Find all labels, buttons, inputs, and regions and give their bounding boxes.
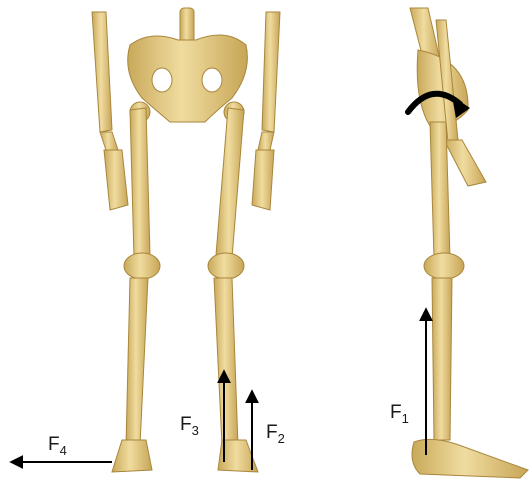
left-forearm [100, 132, 118, 150]
left-femur [130, 108, 150, 258]
label-f1: F1 [390, 402, 409, 426]
right-tibia [214, 278, 238, 445]
label-f4: F4 [48, 434, 67, 458]
left-hand [104, 150, 128, 210]
side-hand [444, 140, 486, 186]
left-humerus [92, 12, 112, 132]
right-hand [252, 150, 274, 210]
side-tibia [432, 278, 452, 440]
right-forearm [258, 132, 274, 150]
left-knee [124, 253, 160, 279]
side-femur [430, 122, 450, 258]
right-humerus [262, 12, 280, 132]
side-foot [412, 439, 528, 478]
side-knee [424, 253, 464, 279]
label-f3: F3 [180, 414, 199, 438]
left-tibia [126, 278, 148, 445]
right-knee [208, 253, 244, 279]
label-f2: F2 [266, 422, 285, 446]
right-femur [216, 108, 244, 258]
side-skeleton [410, 8, 528, 478]
left-foot [112, 440, 152, 472]
